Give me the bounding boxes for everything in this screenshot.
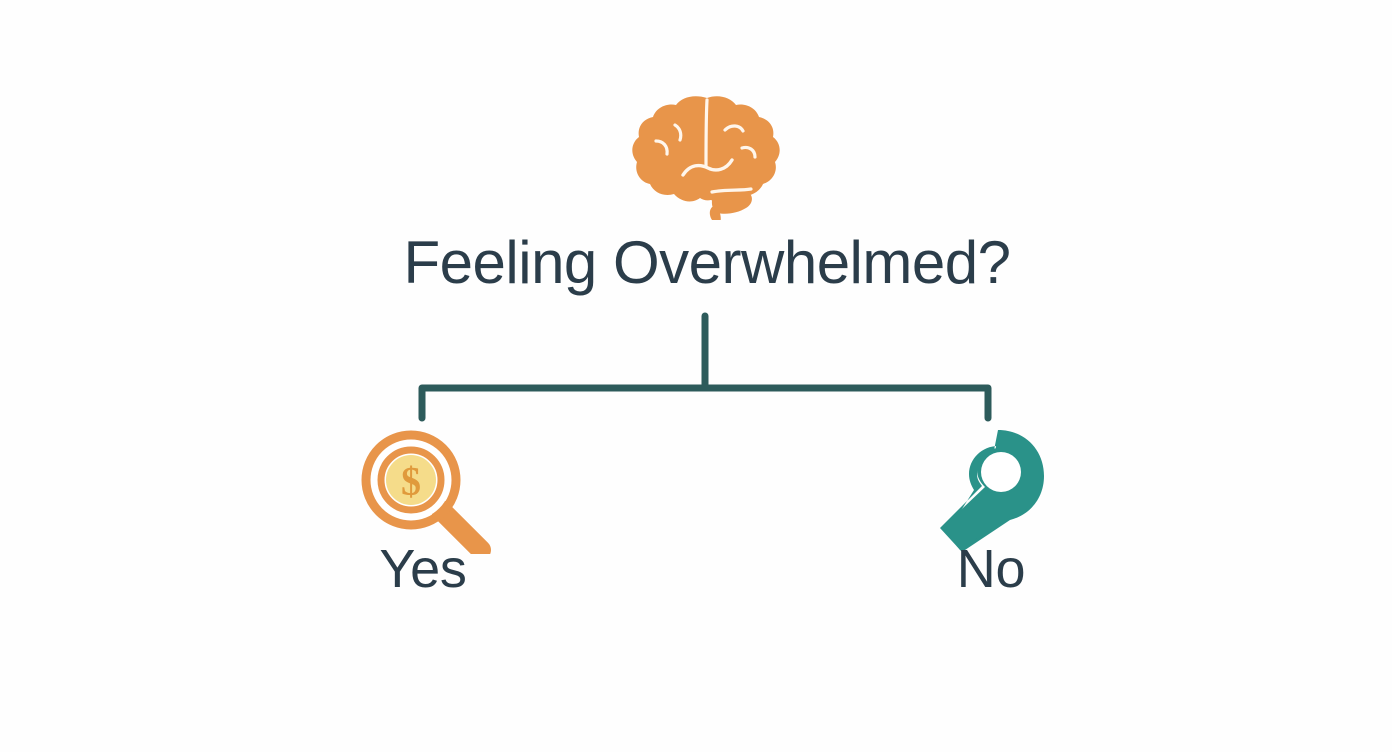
branch-no-icon-wrap [870,424,1110,552]
magnifier-coin-icon: $ [361,430,491,554]
coin-dollar-symbol: $ [401,459,421,504]
question-text: Feeling Overwhelmed? [403,229,1011,296]
connector-bracket [400,305,1020,430]
branch-yes-label: Yes [379,539,467,599]
brain-icon [628,92,786,224]
connector-bar [418,384,992,422]
branch-yes-icon-wrap: $ [310,424,550,554]
branch-no[interactable]: No [870,424,1110,598]
page-title: Feeling Overwhelmed? [0,233,1392,293]
branch-no-label: No [956,539,1026,599]
magnifier-teal-icon [940,430,1044,552]
branch-yes[interactable]: $ Yes [310,424,550,598]
